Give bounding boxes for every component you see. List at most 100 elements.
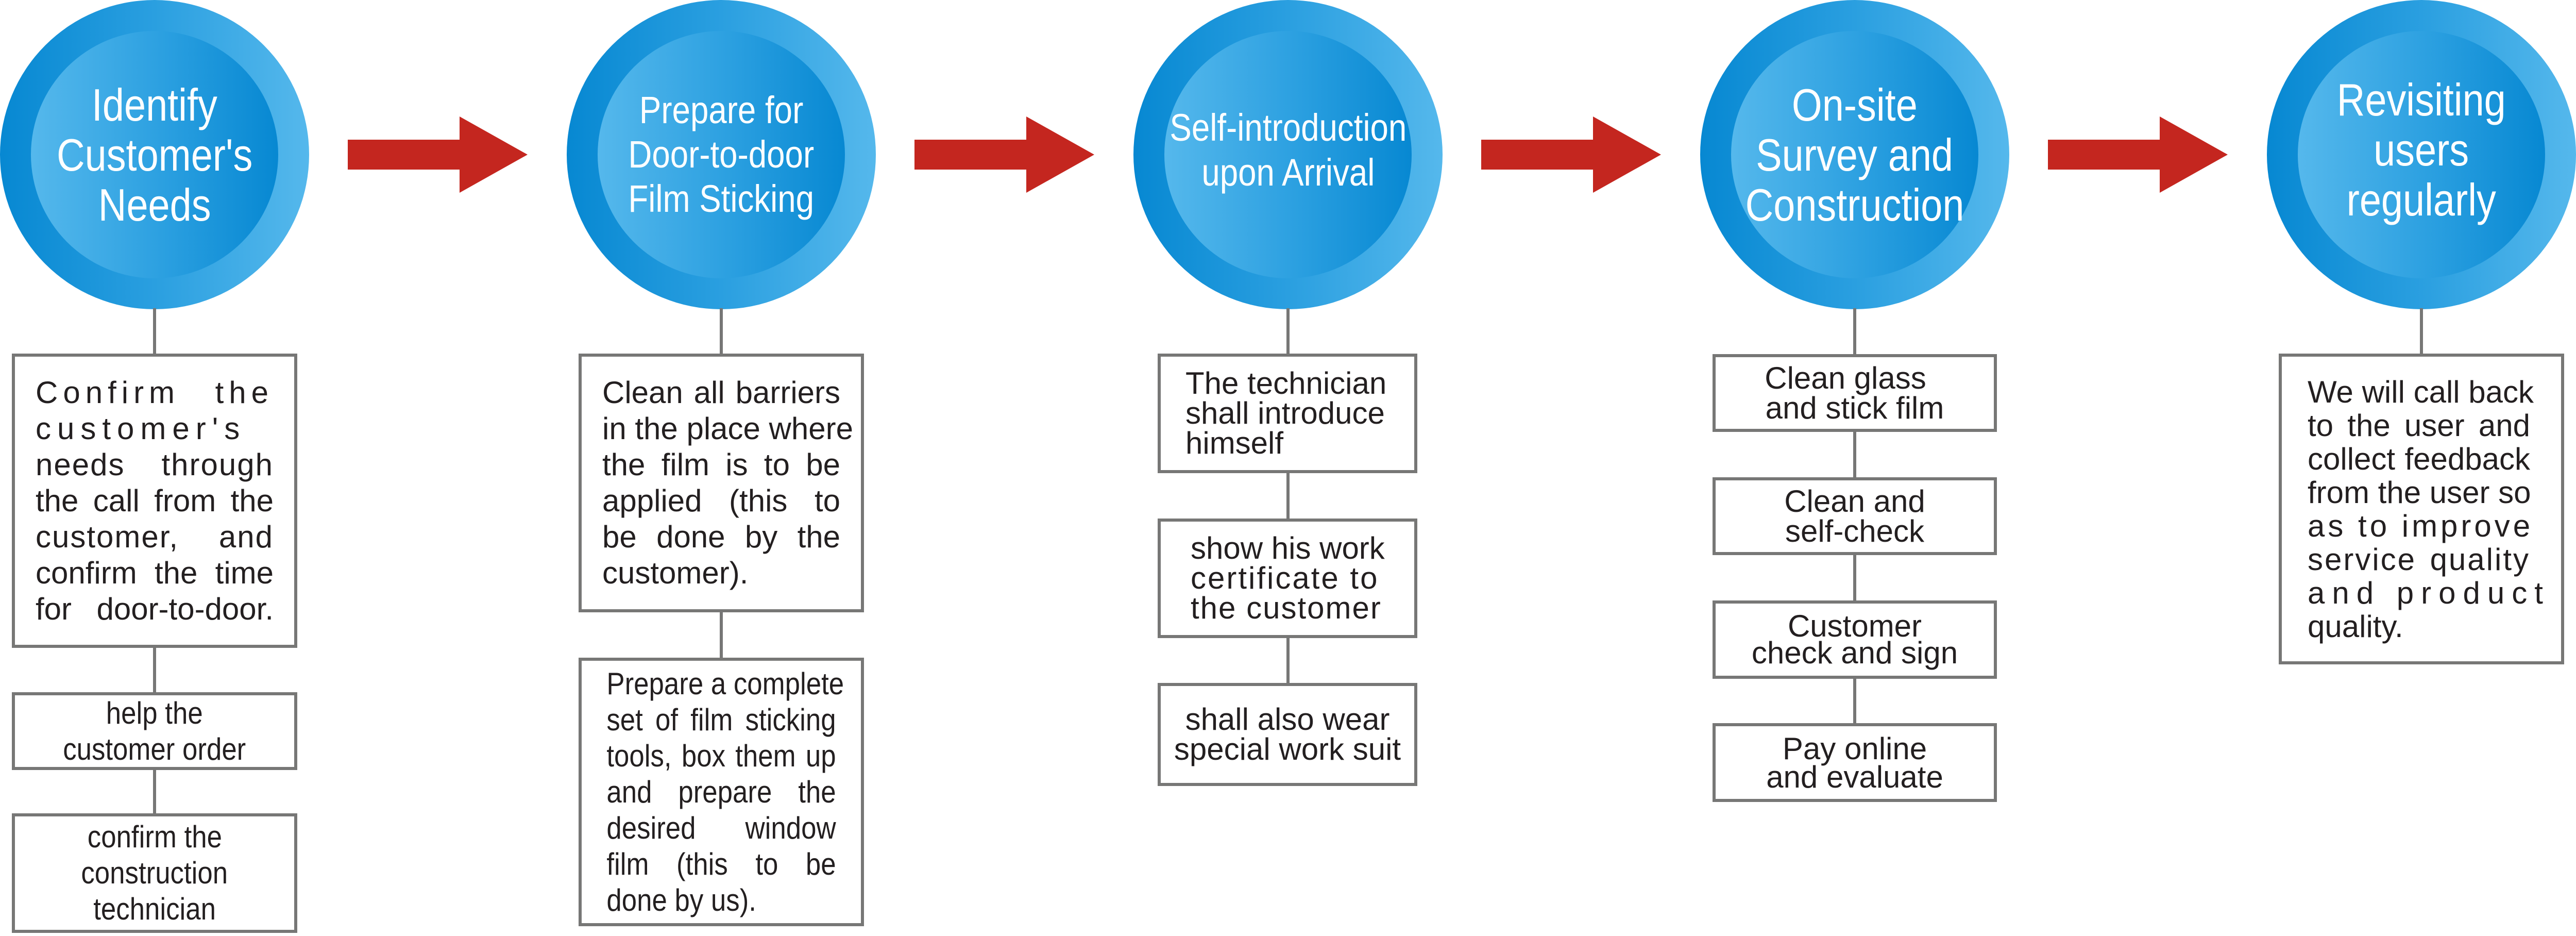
arrow-right-icon <box>2048 116 2228 193</box>
step-text-line: help the <box>106 695 203 730</box>
step-text-line: himself <box>1185 426 1284 460</box>
step-box: Clean and self-check <box>1713 477 1997 555</box>
step-text-line: technician <box>93 892 216 926</box>
stage-inner-circle <box>1731 31 1978 278</box>
step-text-line: done by us). <box>606 882 756 917</box>
stage-title-line: Survey and <box>1756 129 1954 180</box>
arrow-right-icon <box>914 116 1094 193</box>
stage-self-introduction: Self-introduction upon Arrival <box>1133 0 1443 309</box>
step-text-line: tools, box them up <box>606 738 836 773</box>
stage-on-site-survey: On-site Survey and Construction <box>1700 0 2009 309</box>
stage-title-line: regularly <box>2346 174 2497 225</box>
connector-line <box>1286 473 1290 520</box>
stage-title-line: Customer's <box>56 129 253 180</box>
stage-title-line: Self-introduction <box>1170 106 1406 149</box>
step-text-line: the customer <box>1191 591 1382 625</box>
step-box: Clean glass and stick film <box>1713 354 1997 432</box>
connector-line <box>720 308 723 355</box>
stage-title: Self-introduction upon Arrival <box>1123 0 1453 309</box>
stage-title: On-site Survey and Construction <box>1690 0 2020 309</box>
step-box: Pay online and evaluate <box>1713 723 1997 802</box>
arrow-right-icon <box>1481 116 1661 193</box>
step-text-line: confirm the time <box>36 555 274 590</box>
step-text-line: and stick film <box>1765 390 1944 425</box>
step-text-line: The technician <box>1185 366 1387 400</box>
step-text-line: Clean and <box>1784 483 1925 519</box>
step-text-line: customer). <box>602 556 749 590</box>
step-text-line: and evaluate <box>1766 759 1943 794</box>
step-box: Confirm the customer's needs through the… <box>12 354 297 648</box>
step-text-line: Confirm the <box>36 375 274 410</box>
step-text-line: collect feedback <box>2308 441 2530 476</box>
step-text-line: film (this to be <box>606 846 836 881</box>
step-box: help the customer order <box>12 692 297 770</box>
connector-line <box>1853 679 1856 724</box>
step-text-line: customer order <box>63 731 246 766</box>
step-text-line: special work suit <box>1174 732 1401 766</box>
stage-title-line: Construction <box>1745 179 1964 230</box>
stage-title-line: Identify <box>91 79 217 130</box>
step-text-line: the film is to be <box>602 447 840 482</box>
stage-title-line: Door-to-door <box>628 133 815 176</box>
connector-line <box>153 770 156 814</box>
connector-line <box>1853 432 1856 478</box>
stage-title-line: users <box>2374 124 2469 175</box>
connector-line <box>153 308 156 355</box>
step-text-line: shall introduce <box>1185 396 1385 430</box>
step-text-line: Prepare a complete <box>606 666 844 701</box>
step-text-line: for door-to-door. <box>36 591 274 626</box>
arrow-shape <box>914 116 1094 193</box>
connector-line <box>1853 555 1856 601</box>
stage-inner-circle <box>31 31 278 278</box>
step-text-line: set of film sticking <box>606 702 836 737</box>
step-text-line: Customer <box>1787 609 1922 643</box>
step-text-line: show his work <box>1191 531 1385 565</box>
step-text-line: needs through <box>36 447 274 482</box>
step-text-line: quality. <box>2308 609 2403 644</box>
arrow-shape <box>348 116 528 193</box>
connector-line <box>1286 308 1290 355</box>
step-box: confirm the construction technician <box>12 813 297 933</box>
connector-line <box>720 612 723 659</box>
stage-title-line: On-site <box>1792 79 1918 130</box>
connector-line <box>153 648 156 693</box>
connector-line <box>1286 638 1290 684</box>
stage-revisiting-users: Revisiting users regularly <box>2267 0 2576 309</box>
step-text-line: certificate to <box>1191 561 1379 595</box>
step-text-line: check and sign <box>1751 636 1958 670</box>
step-box: Customer check and sign <box>1713 600 1997 679</box>
stage-inner-circle <box>2298 31 2545 278</box>
step-text-line: Clean glass <box>1765 360 1926 395</box>
stage-title: Revisiting users regularly <box>2257 0 2576 309</box>
step-text-line: customer's <box>36 411 246 446</box>
stage-prepare-door-to-door: Prepare for Door-to-door Film Sticking <box>567 0 876 309</box>
step-box: Prepare a complete set of film sticking … <box>579 658 864 926</box>
stage-title-line: Revisiting <box>2336 74 2506 125</box>
step-text-line: in the place where <box>602 411 853 446</box>
step-text-line: Pay online <box>1782 731 1927 766</box>
arrow-shape <box>2048 116 2228 193</box>
connector-line <box>1853 308 1856 355</box>
step-text-line: customer, and <box>36 519 274 554</box>
step-box: shall also wear special work suit <box>1158 683 1417 786</box>
arrow-right-icon <box>348 116 528 193</box>
step-box: show his work certificate to the custome… <box>1158 519 1417 638</box>
stage-title-line: Prepare for <box>639 89 804 131</box>
step-text-line: self-check <box>1785 513 1925 548</box>
step-box: Clean all barriers in the place where th… <box>579 354 864 612</box>
step-text-line: and prepare the <box>606 774 836 809</box>
stage-title-line: upon Arrival <box>1201 151 1375 194</box>
step-text-line: Clean all barriers <box>602 375 840 410</box>
step-text-line: the call from the <box>36 483 274 518</box>
step-text-line: be done by the <box>602 520 840 554</box>
stage-title-line: Film Sticking <box>628 177 815 220</box>
stage-title: Prepare for Door-to-door Film Sticking <box>556 0 886 309</box>
stage-title-line: Needs <box>98 179 211 230</box>
step-text-line: desired window <box>606 810 836 845</box>
step-text-line: service quality <box>2308 542 2530 577</box>
step-box: The technician shall introduce himself <box>1158 354 1417 473</box>
step-text-line: to the user and <box>2308 408 2530 443</box>
stage-title: Identify Customer's Needs <box>0 0 319 309</box>
step-box: We will call back to the user and collec… <box>2279 354 2564 664</box>
